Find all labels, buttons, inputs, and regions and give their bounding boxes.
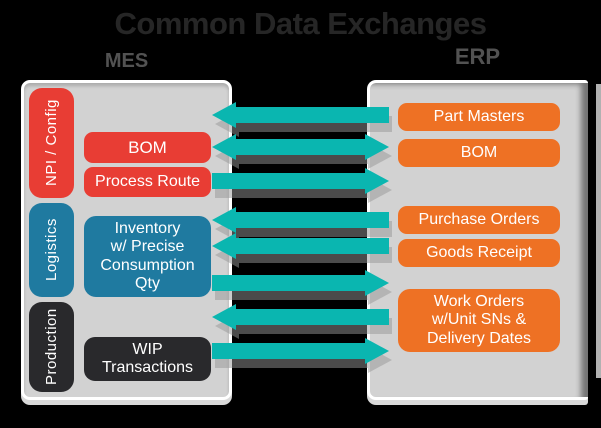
- mes-item-inventory: Inventory w/ Precise Consumption Qty: [84, 216, 211, 297]
- category-pill-logistics: Logistics: [29, 203, 74, 297]
- mes-item-wip-transactions: WIP Transactions: [84, 337, 211, 381]
- mes-item-process-route: Process Route: [84, 167, 211, 197]
- arrowhead-left-icon: [212, 304, 236, 330]
- arrow-part-masters-to-mes-icon: [212, 102, 389, 128]
- erp-item-work-orders: Work Orders w/Unit SNs & Delivery Dates: [398, 289, 560, 352]
- mes-item-bom: BOM: [84, 132, 211, 163]
- erp-panel: Part Masters BOM Purchase Orders Goods R…: [367, 80, 588, 400]
- arrowhead-left-icon: [212, 102, 236, 128]
- erp-item-part-masters: Part Masters: [398, 103, 560, 131]
- arrowhead-left-icon: [212, 207, 236, 233]
- arrow-shaft: [236, 309, 389, 325]
- arrowhead-right-icon: [365, 134, 389, 160]
- erp-item-bom: BOM: [398, 139, 560, 167]
- category-pill-npi-config: NPI / Config: [29, 88, 74, 198]
- mes-panel: NPI / Config Logistics Production BOM Pr…: [21, 80, 232, 400]
- page-title: Common Data Exchanges: [114, 6, 487, 41]
- arrowhead-right-icon: [365, 270, 389, 296]
- arrow-shaft: [236, 212, 389, 228]
- arrow-shaft: [236, 238, 389, 254]
- erp-system-label: ERP: [454, 44, 501, 69]
- arrow-shaft: [236, 139, 365, 155]
- arrow-wip-transactions-to-erp-icon: [212, 338, 389, 364]
- arrow-shaft: [236, 107, 389, 123]
- arrowhead-left-icon: [212, 233, 236, 259]
- mes-system-label: MES: [104, 50, 149, 72]
- arrow-goods-receipt-to-mes-icon: [212, 233, 389, 259]
- arrowhead-right-icon: [365, 338, 389, 364]
- erp-item-goods-receipt: Goods Receipt: [398, 239, 560, 267]
- arrow-shaft: [212, 173, 365, 189]
- panel-shadow-strip: [596, 84, 601, 378]
- arrow-process-route-to-erp-icon: [212, 168, 389, 194]
- category-pill-production: Production: [29, 302, 74, 392]
- arrow-shaft: [212, 275, 365, 291]
- arrowhead-left-icon: [212, 134, 236, 160]
- arrow-inventory-to-erp-icon: [212, 270, 389, 296]
- arrow-bom-bidirectional-icon: [212, 134, 389, 160]
- arrow-purchase-orders-to-mes-icon: [212, 207, 389, 233]
- arrow-work-orders-to-mes-icon: [212, 304, 389, 330]
- arrowhead-right-icon: [365, 168, 389, 194]
- arrow-shaft: [212, 343, 365, 359]
- erp-item-purchase-orders: Purchase Orders: [398, 206, 560, 234]
